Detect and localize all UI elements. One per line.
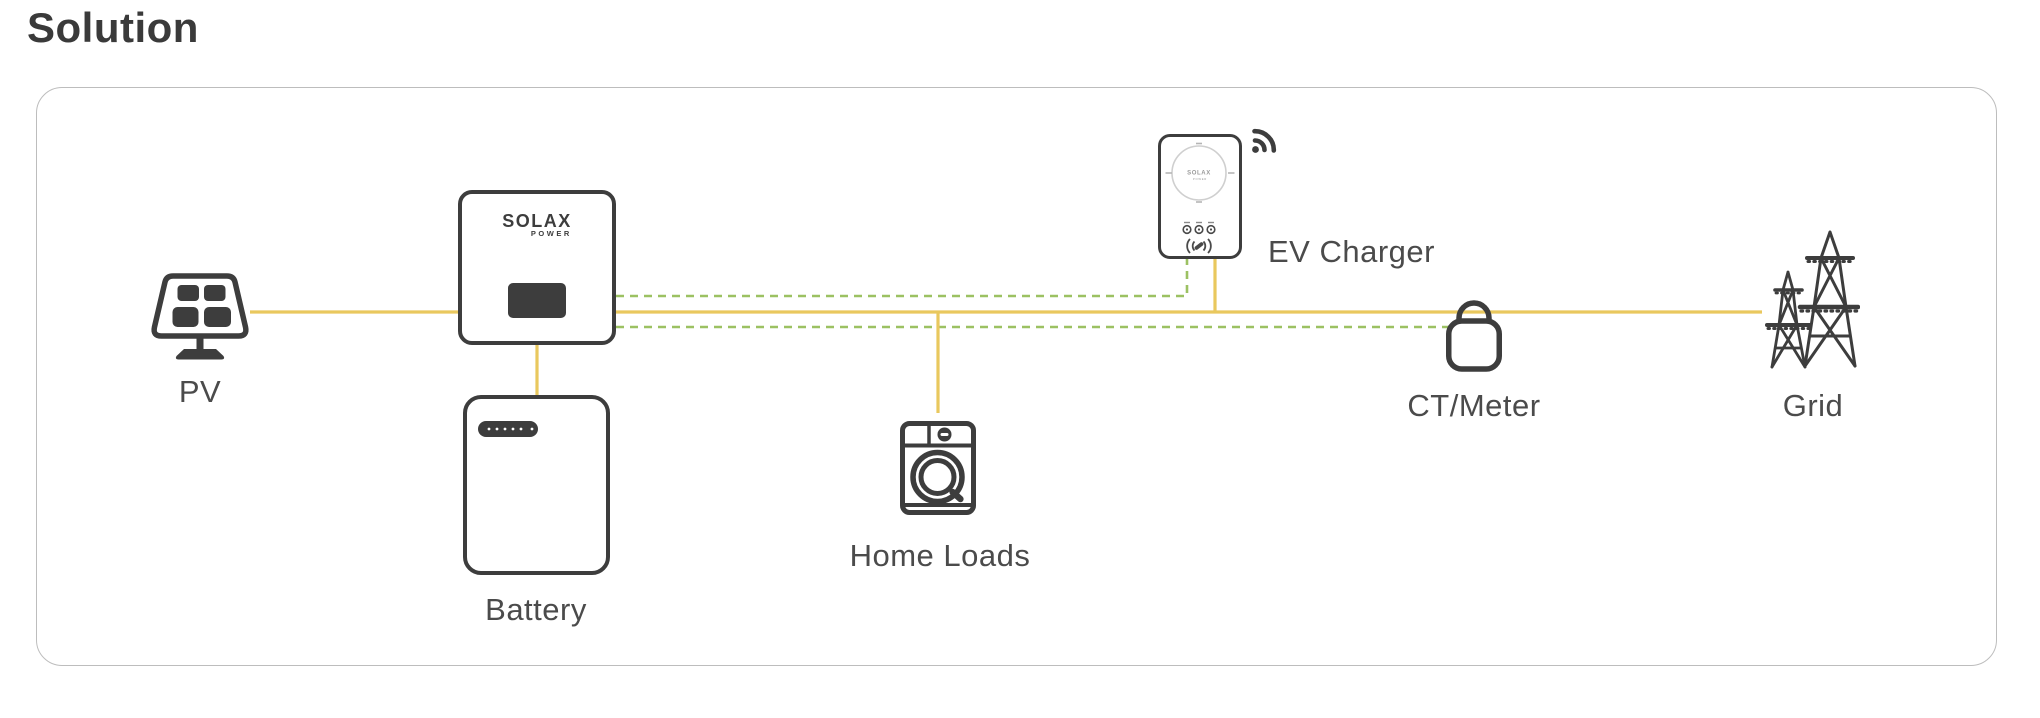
- battery-led-indicator: [478, 421, 538, 437]
- home-loads-label: Home Loads: [849, 538, 1031, 573]
- grid-label: Grid: [1782, 388, 1844, 423]
- wifi-icon: [1252, 128, 1277, 153]
- ev-charger-label: EV Charger: [1268, 234, 1435, 269]
- washing-machine-icon: [900, 421, 976, 515]
- comm-line-inverter-evcharger: [616, 259, 1189, 298]
- solar-panel-icon: [151, 273, 249, 360]
- inverter-brand-subtext: POWER: [530, 229, 572, 238]
- battery-device: [463, 395, 610, 575]
- ct-meter-label: CT/Meter: [1407, 388, 1541, 423]
- battery-label: Battery: [485, 592, 587, 627]
- power-towers-icon: [1765, 230, 1860, 369]
- inverter-display-screen: [508, 283, 566, 318]
- solution-diagram-panel: [36, 87, 1997, 666]
- pv-label: PV: [178, 374, 222, 409]
- battery-led-dots: [487, 427, 534, 431]
- ev-charger-brand-text: SOLAX: [1187, 171, 1211, 177]
- ev-charger-device: SOLAX POWER: [1158, 134, 1242, 259]
- page-title: Solution: [27, 4, 199, 51]
- ct-clamp-icon: [1446, 300, 1502, 372]
- ev-charger-brand-subtext: POWER: [1193, 177, 1207, 181]
- rfid-icon: [1186, 238, 1212, 254]
- inverter-brand-text: SOLAX: [502, 211, 572, 231]
- ev-charger-faceplate: SOLAX POWER: [1165, 142, 1235, 254]
- inverter-logo: SOLAX POWER: [462, 212, 612, 241]
- ev-charger-status-leds: [1182, 224, 1216, 235]
- inverter-device: SOLAX POWER: [458, 190, 616, 345]
